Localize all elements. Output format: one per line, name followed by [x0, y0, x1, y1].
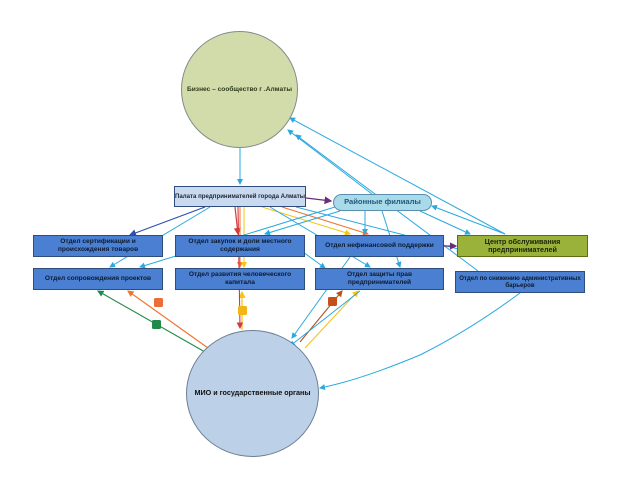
arrow-zakup-to-zash	[302, 251, 326, 269]
arrow-snizh-to-mio	[319, 292, 521, 390]
arrow-palata-to-nefin	[261, 206, 351, 236]
certification-department-node: Отдел сертификации и происхождения товар…	[33, 235, 163, 257]
palata-node: Палата предпринимателей города Алматы	[174, 186, 306, 207]
arrow-palata-to-cert	[128, 206, 206, 237]
arrow-palata-to-nefin-2	[281, 206, 369, 236]
orange-connector-marker	[154, 298, 163, 307]
business-community-node: Бизнес – сообщество г .Алматы	[181, 31, 298, 148]
arrow-zash-to-mio	[289, 290, 361, 347]
nonfinancial-support-department-node: Отдел нефинансовой поддержки	[315, 235, 444, 257]
arrow-filials-to-center	[419, 210, 471, 235]
arrow-mio-to-sopr	[97, 290, 206, 353]
arrow-mio-to-zash-2	[304, 290, 359, 349]
district-filials-node: Районные филиалы	[333, 194, 432, 211]
entrepreneur-service-center-node: Центр обслуживания предпринимателей	[457, 235, 588, 257]
arrow-palata-to-filials	[305, 196, 333, 205]
brown-connector-marker	[328, 297, 337, 306]
human-capital-department-node: Отдел развития человеческого капитала	[175, 268, 305, 290]
yellow-connector-marker	[238, 306, 247, 315]
project-support-department-node: Отдел сопровождения проектов	[33, 268, 163, 290]
arrow-filials-to-zakup	[264, 210, 341, 236]
green-connector-marker	[152, 320, 161, 329]
arrow-mio-to-sopr-2	[127, 290, 209, 349]
arrow-filials-to-business	[287, 129, 373, 195]
arrow-center-to-filials	[431, 204, 506, 235]
mio-government-node: МИО и государственные органы	[186, 330, 319, 457]
arrow-palata-to-zakup	[233, 206, 241, 236]
admin-barriers-department-node: Отдел по снижению административных барье…	[455, 271, 585, 293]
procurement-department-node: Отдел закупок и доли местного содержания	[175, 235, 305, 257]
rights-protection-department-node: Отдел защиты прав предпринимателей	[315, 268, 444, 290]
arrow-center-to-business	[289, 117, 506, 235]
